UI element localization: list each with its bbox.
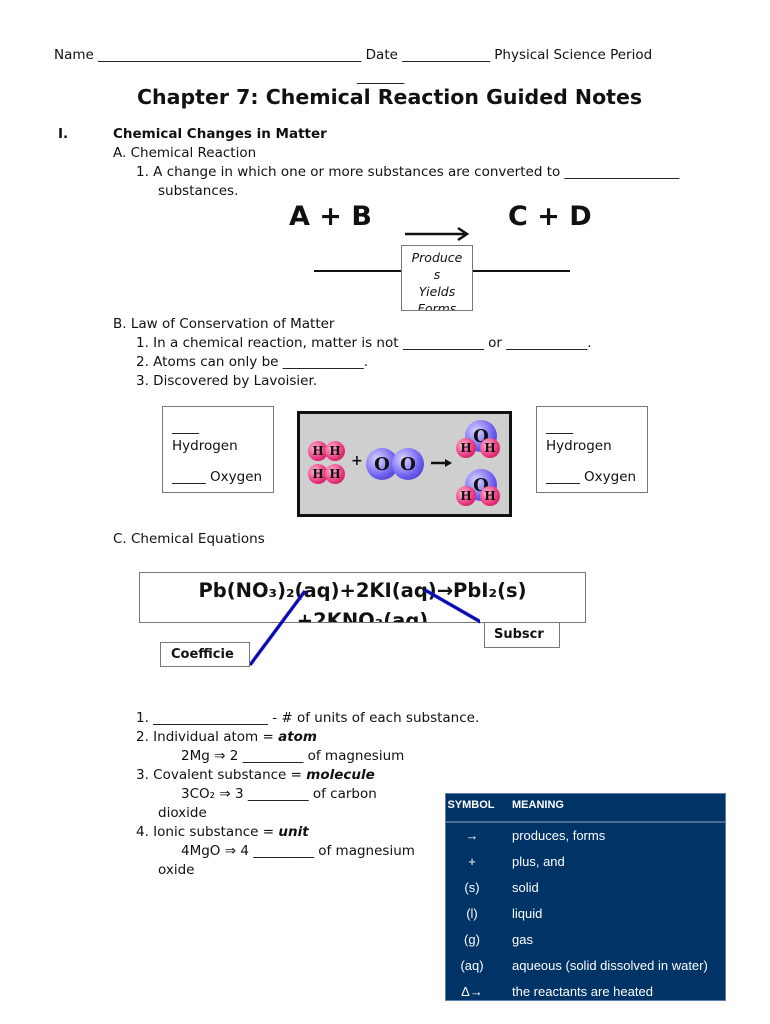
- water-formation-image: H H H H + O O O H H O H H: [297, 411, 512, 517]
- meaning: liquid: [512, 906, 543, 921]
- meaning: gas: [512, 932, 533, 947]
- list-item: 1. In a chemical reaction, matter is not…: [136, 335, 592, 351]
- symbol: (l): [466, 906, 478, 921]
- left-atom-count-box: ____ Hydrogen _____ Oxygen: [162, 406, 274, 493]
- list-item: 4MgO ⇒ 4 _________ of magnesium: [181, 843, 415, 859]
- page-title: Chapter 7: Chemical Reaction Guided Note…: [137, 85, 643, 109]
- blank: ____: [546, 419, 573, 435]
- hydrogen-atom: H: [480, 486, 500, 506]
- list-item: oxide: [158, 862, 195, 878]
- header-symbol: SYMBOL: [447, 799, 495, 811]
- divider: [446, 821, 725, 823]
- table-row: (l) liquid: [446, 906, 725, 926]
- section-heading: Chemical Changes in Matter: [113, 126, 327, 142]
- table-row: (aq) aqueous (solid dissolved in water): [446, 958, 725, 978]
- text: 4. Ionic substance =: [136, 824, 279, 840]
- symbol: (g): [464, 932, 480, 947]
- oxygen-label: _____ Oxygen: [172, 469, 263, 485]
- symbol: +: [468, 854, 476, 869]
- text: 2. Individual atom =: [136, 729, 279, 745]
- blank-line: [314, 270, 402, 272]
- produces-yields-box: Produce s Yields Forms: [401, 245, 473, 311]
- oxygen-label: _____ Oxygen: [546, 469, 637, 485]
- symbols-table: SYMBOL MEANING → produces, forms + plus, an…: [445, 793, 726, 1001]
- blank: ____: [172, 419, 199, 435]
- hydrogen-atom: H: [456, 486, 476, 506]
- equation-line: +2KNO₃(aq): [296, 609, 429, 623]
- table-row: → produces, forms: [446, 828, 725, 848]
- term: unit: [278, 824, 309, 840]
- subsection-b: B. Law of Conservation of Matter: [113, 316, 335, 332]
- table-row: (g) gas: [446, 932, 725, 952]
- products-label: C + D: [508, 201, 592, 232]
- meaning: plus, and: [512, 854, 565, 869]
- subscript-label: Subscr: [484, 622, 560, 648]
- list-item: 3CO₂ ⇒ 3 _________ of carbon: [181, 786, 377, 802]
- header-name-date-line: Name ___________________________________…: [54, 47, 653, 63]
- term: atom: [278, 729, 317, 745]
- box-text: Forms: [417, 301, 457, 311]
- section-numeral: I.: [58, 126, 69, 142]
- arrow-icon: [405, 226, 470, 242]
- symbol: Δ→: [461, 984, 483, 999]
- hydrogen-label: Hydrogen: [172, 438, 238, 454]
- list-item: dioxide: [158, 805, 207, 821]
- header-period-line: _______: [357, 69, 405, 85]
- box-text: Yields: [418, 284, 456, 299]
- table-row: Δ→ the reactants are heated: [446, 984, 725, 1004]
- pointer-arrows: [248, 588, 480, 667]
- hydrogen-atom: H: [456, 438, 476, 458]
- table-header: SYMBOL MEANING: [446, 799, 725, 819]
- right-atom-count-box: ____ Hydrogen _____ Oxygen: [536, 406, 648, 493]
- list-item: substances.: [158, 183, 239, 199]
- meaning: the reactants are heated: [512, 984, 653, 999]
- subsection-a: A. Chemical Reaction: [113, 145, 257, 161]
- hydrogen-atom: H: [480, 438, 500, 458]
- plus-sign: +: [351, 453, 363, 469]
- hydrogen-atom: H: [308, 441, 328, 461]
- hydrogen-atom: H: [325, 441, 345, 461]
- table-row: (s) solid: [446, 880, 725, 900]
- hydrogen-atom: H: [325, 464, 345, 484]
- list-item: 2. Atoms can only be ____________.: [136, 354, 369, 370]
- coefficient-label: Coefficie: [160, 642, 250, 667]
- symbol: (aq): [460, 958, 484, 973]
- list-item: 2Mg ⇒ 2 _________ of magnesium: [181, 748, 405, 764]
- blank-line: [472, 270, 570, 272]
- list-item: 2. Individual atom = atom: [136, 729, 317, 745]
- symbol: →: [465, 828, 479, 843]
- list-item: 3. Discovered by Lavoisier.: [136, 373, 318, 389]
- reaction-arrow-icon: [431, 459, 452, 467]
- subsection-c: C. Chemical Equations: [113, 531, 265, 547]
- list-item: 3. Covalent substance = molecule: [136, 767, 375, 783]
- header-meaning: MEANING: [512, 799, 564, 811]
- hydrogen-atom: H: [308, 464, 328, 484]
- box-text: Produce: [411, 250, 463, 265]
- equation-box: Pb(NO₃)₂(aq)+2KI(aq)→PbI₂(s) +2KNO₃(aq): [139, 572, 586, 623]
- list-item: 4. Ionic substance = unit: [136, 824, 309, 840]
- meaning: aqueous (solid dissolved in water): [512, 958, 708, 973]
- list-item: 1. _________________ - # of units of eac…: [136, 710, 480, 726]
- term: molecule: [306, 767, 375, 783]
- equation-line: Pb(NO₃)₂(aq)+2KI(aq)→PbI₂(s): [198, 579, 527, 602]
- symbol: (s): [464, 880, 480, 895]
- oxygen-atom: O: [392, 448, 424, 480]
- hydrogen-label: Hydrogen: [546, 438, 612, 454]
- meaning: solid: [512, 880, 539, 895]
- oxygen-atom: O: [366, 448, 398, 480]
- text: 3. Covalent substance =: [136, 767, 307, 783]
- table-row: + plus, and: [446, 854, 725, 874]
- list-item: 1. A change in which one or more substan…: [136, 164, 680, 180]
- meaning: produces, forms: [512, 828, 606, 843]
- reactants-label: A + B: [289, 201, 372, 232]
- box-text: s: [433, 267, 441, 282]
